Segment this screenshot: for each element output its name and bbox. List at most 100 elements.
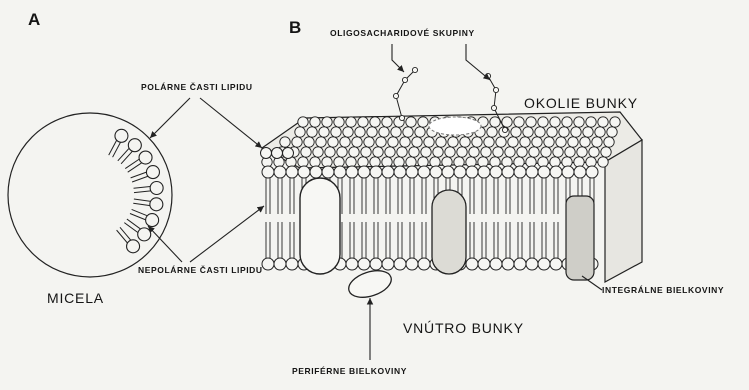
top-lipid-head bbox=[472, 137, 482, 147]
top-lipid-head bbox=[571, 127, 581, 137]
integral-protein bbox=[300, 178, 340, 274]
front-upper-head bbox=[430, 166, 442, 178]
front-lower-head bbox=[490, 258, 502, 270]
front-upper-head bbox=[406, 166, 418, 178]
edge-lipid-head bbox=[283, 148, 294, 159]
front-lower-head bbox=[466, 258, 478, 270]
front-upper-head bbox=[514, 166, 526, 178]
lipid-head bbox=[150, 181, 163, 194]
front-lower-head bbox=[358, 258, 370, 270]
top-lipid-head bbox=[457, 147, 467, 157]
micelle-label: MICELA bbox=[47, 290, 104, 306]
front-upper-head bbox=[262, 166, 274, 178]
polar-arrow-to-membrane bbox=[200, 98, 262, 148]
lipid-tail bbox=[127, 219, 142, 230]
top-lipid-head bbox=[301, 147, 311, 157]
top-lipid-head bbox=[511, 127, 521, 137]
top-lipid-head bbox=[406, 117, 416, 127]
top-lipid-head bbox=[568, 137, 578, 147]
top-lipid-head bbox=[598, 117, 608, 127]
front-upper-head bbox=[466, 166, 478, 178]
lipid-tail bbox=[134, 199, 152, 202]
top-lipid-head bbox=[487, 127, 497, 137]
front-upper-head bbox=[526, 166, 538, 178]
front-upper-head bbox=[358, 166, 370, 178]
lipid-tail bbox=[113, 141, 121, 157]
front-upper-head bbox=[394, 166, 406, 178]
top-lipid-head bbox=[388, 137, 398, 147]
front-upper-head bbox=[454, 166, 466, 178]
top-lipid-head bbox=[565, 147, 575, 157]
top-lipid-head bbox=[484, 137, 494, 147]
top-lipid-head bbox=[520, 137, 530, 147]
top-lipid-head bbox=[421, 147, 431, 157]
top-lipid-head bbox=[589, 147, 599, 157]
front-upper-head bbox=[382, 166, 394, 178]
front-upper-head bbox=[586, 166, 598, 178]
front-lower-head bbox=[478, 258, 490, 270]
integral-protein bbox=[432, 190, 466, 274]
lipid-tail bbox=[109, 139, 117, 155]
top-lipid-head bbox=[316, 137, 326, 147]
front-lower-head bbox=[502, 258, 514, 270]
top-lipid-head bbox=[391, 127, 401, 137]
front-lower-head bbox=[538, 258, 550, 270]
front-upper-head bbox=[538, 166, 550, 178]
front-upper-head bbox=[370, 166, 382, 178]
top-lipid-head bbox=[493, 147, 503, 157]
lipid-tail bbox=[124, 223, 139, 234]
front-upper-head bbox=[478, 166, 490, 178]
sugar-unit bbox=[491, 105, 496, 110]
top-lipid-head bbox=[382, 117, 392, 127]
nonpolar-lipid-parts-label: NEPOLÁRNE ČASTI LIPIDU bbox=[138, 265, 263, 275]
peripheral-protein bbox=[345, 266, 394, 302]
sugar-unit bbox=[402, 77, 407, 82]
top-lipid-head bbox=[361, 147, 371, 157]
front-lower-head bbox=[382, 258, 394, 270]
top-lipid-head bbox=[352, 137, 362, 147]
front-upper-head bbox=[442, 166, 454, 178]
front-upper-head bbox=[550, 166, 562, 178]
front-upper-head bbox=[490, 166, 502, 178]
lipid-head bbox=[138, 228, 151, 241]
front-lower-head bbox=[406, 258, 418, 270]
top-lipid-head bbox=[379, 127, 389, 137]
oligo-arrow-left bbox=[392, 44, 404, 72]
front-upper-head bbox=[310, 166, 322, 178]
front-lower-head bbox=[514, 258, 526, 270]
top-lipid-head bbox=[535, 127, 545, 137]
top-lipid-head bbox=[529, 147, 539, 157]
sugar-unit bbox=[493, 87, 498, 92]
front-upper-head bbox=[502, 166, 514, 178]
top-lipid-head bbox=[310, 117, 320, 127]
top-lipid-head bbox=[460, 137, 470, 147]
top-lipid-head bbox=[331, 127, 341, 137]
front-lower-head bbox=[526, 258, 538, 270]
top-lipid-head bbox=[598, 157, 608, 167]
top-lipid-head bbox=[610, 117, 620, 127]
top-lipid-head bbox=[304, 137, 314, 147]
front-lower-head bbox=[262, 258, 274, 270]
sugar-unit bbox=[399, 115, 404, 120]
oligosaccharide-cluster bbox=[429, 117, 481, 135]
top-lipid-head bbox=[481, 147, 491, 157]
integral-protein bbox=[566, 196, 594, 280]
top-lipid-head bbox=[514, 117, 524, 127]
top-lipid-head bbox=[586, 117, 596, 127]
top-lipid-head bbox=[541, 147, 551, 157]
top-lipid-head bbox=[367, 127, 377, 137]
top-lipid-head bbox=[397, 147, 407, 157]
top-lipid-head bbox=[607, 127, 617, 137]
top-lipid-head bbox=[280, 137, 290, 147]
top-lipid-head bbox=[508, 137, 518, 147]
top-lipid-head bbox=[325, 147, 335, 157]
cell-interior-label: VNÚTRO BUNKY bbox=[403, 320, 524, 336]
top-lipid-head bbox=[577, 147, 587, 157]
lipid-head bbox=[139, 151, 152, 164]
lipid-head bbox=[127, 240, 140, 253]
polar-lipid-parts-label: POLÁRNE ČASTI LIPIDU bbox=[141, 82, 253, 92]
front-upper-head bbox=[574, 166, 586, 178]
edge-lipid-head bbox=[272, 148, 283, 159]
front-upper-head bbox=[418, 166, 430, 178]
